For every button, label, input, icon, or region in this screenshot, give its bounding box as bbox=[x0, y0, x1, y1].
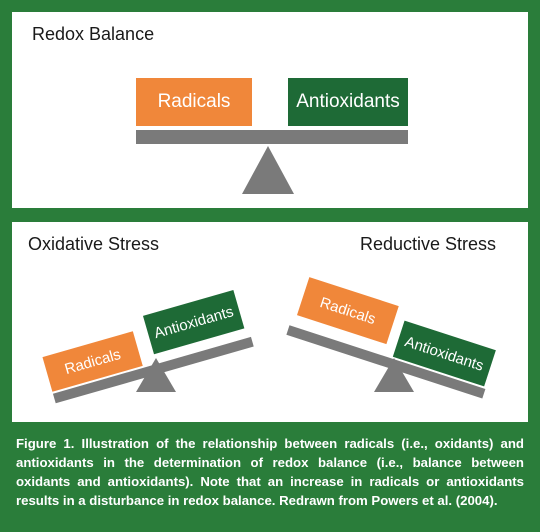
stress-panel: Oxidative Stress Reductive Stress Radica… bbox=[12, 222, 528, 422]
oxidative-stress-heading: Oxidative Stress bbox=[28, 234, 160, 254]
oxidative-seesaw: Radicals Antioxidants bbox=[12, 222, 270, 422]
oxidative-tilted-group: Radicals Antioxidants bbox=[34, 272, 260, 425]
reductive-seesaw: Radicals Antioxidants bbox=[270, 222, 528, 422]
radicals-box: Radicals bbox=[136, 78, 252, 126]
reductive-fulcrum-triangle bbox=[374, 358, 414, 392]
balance-beam bbox=[136, 130, 408, 144]
reductive-tilted-group: Radicals Antioxidants bbox=[280, 261, 507, 420]
oxidative-fulcrum-triangle bbox=[136, 358, 176, 392]
reductive-stress-heading: Reductive Stress bbox=[360, 234, 497, 254]
antioxidants-box: Antioxidants bbox=[288, 78, 408, 126]
figure-caption: Figure 1. Illustration of the relationsh… bbox=[16, 436, 524, 508]
redox-balance-heading: Redox Balance bbox=[32, 24, 155, 44]
redox-balance-panel: Redox Balance Radicals Antioxidants bbox=[12, 12, 528, 208]
fulcrum-triangle bbox=[242, 146, 294, 194]
